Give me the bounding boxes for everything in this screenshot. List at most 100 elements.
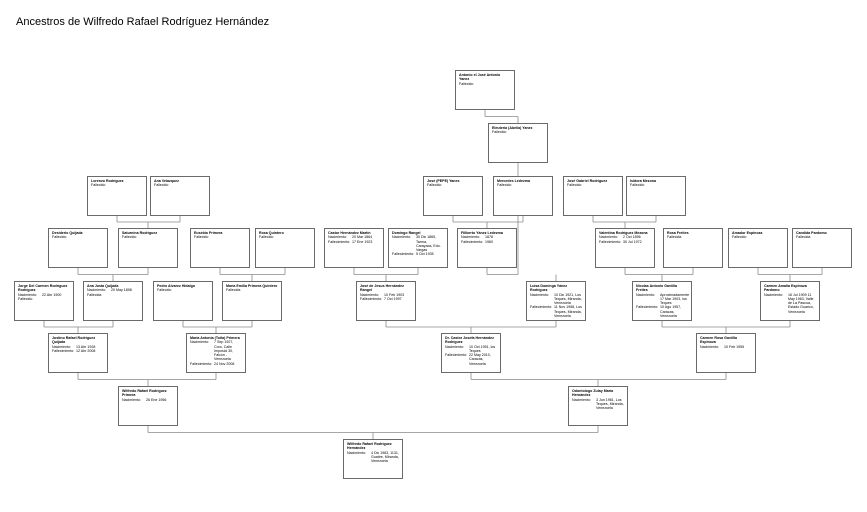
person-name: Domingo Rangel xyxy=(392,231,421,235)
birth-label: Nacimiento: xyxy=(764,292,783,297)
death-label: Fallecimiento: xyxy=(599,239,622,244)
birth-row: Nacimiento:10 Dic 1921, Los Teques, Mira… xyxy=(530,293,582,306)
person-name: José (PEPE) Yanes xyxy=(427,179,460,183)
birth-row: Nacimiento:26 Ene 1956 xyxy=(122,398,174,402)
person-name: Ana Justa Quijada xyxy=(87,284,119,288)
death-row: Fallecimiento:5 Oct 1935 xyxy=(392,252,444,256)
person-name: Lorenzo Rodríguez xyxy=(91,179,124,183)
death-label: Fallecimiento: xyxy=(190,361,213,366)
person-status: Fallecida xyxy=(87,292,102,297)
death-label: Fallecimiento: xyxy=(530,305,553,310)
birth-label: Nacimiento: xyxy=(636,292,655,297)
birth-label: Nacimiento: xyxy=(700,344,719,349)
death-value: 10 Ago 1957, Caracas, Venezuela xyxy=(660,305,682,319)
death-value: 17 Ene 1923 xyxy=(352,239,373,244)
death-row: Fallecimiento:17 Ene 1923 xyxy=(328,240,380,244)
birth-label: Nacimiento: xyxy=(347,450,366,455)
person-name: Eusebio Primera xyxy=(194,231,223,235)
birth-row: Nacimiento:2 Oct 1896 xyxy=(599,235,651,239)
person-name: José de Jesus Hernández Rangel xyxy=(360,284,404,293)
page-title: Ancestros de Wilfredo Rafael Rodríguez H… xyxy=(16,16,270,28)
person-name: Castor Hernández Martín xyxy=(328,231,371,235)
birth-label: Nacimiento: xyxy=(328,235,347,240)
person-status: Fallecido xyxy=(459,81,474,86)
death-value: 5 Oct 1935 xyxy=(416,252,434,257)
person-status: Fallecido xyxy=(122,235,137,240)
person-status: Fallecido xyxy=(732,235,747,240)
person-name: Eleuteria (Abelia) Yanez xyxy=(492,126,533,130)
birth-row: Nacimiento:7 Sep 1927, Coro, Calle Impos… xyxy=(190,340,242,361)
person-name: Wilfredo Rafael Rodríguez Hernández xyxy=(347,442,392,451)
birth-label: Nacimiento: xyxy=(122,397,141,402)
person-name: Isidora Mezona xyxy=(630,179,656,183)
birth-row: Nacimiento:10 Oct 1951, los Teques xyxy=(445,345,497,354)
death-row: Fallecimiento:24 Nov 2008 xyxy=(190,362,242,366)
person-status: Fallecido xyxy=(52,235,67,240)
birth-row: Nacimiento:10 Feb 1903 xyxy=(360,293,412,297)
death-label: Fallecimiento: xyxy=(52,348,75,353)
birth-value: Aproximadamente 17 Mar 1903, los Teques xyxy=(660,292,690,306)
person-name: Valentina Rodríguez Mezona xyxy=(599,231,648,235)
birth-label: Nacimiento: xyxy=(392,235,411,240)
person-status: Fallecida xyxy=(796,235,811,240)
birth-value: 10 Dic 1921, Los Teques, Miranda, Venezu… xyxy=(554,292,582,306)
person-name: Mercedes Ledezma xyxy=(497,179,530,183)
person-status: Fallecido xyxy=(91,183,106,188)
birth-value: 10 Feb 1903 xyxy=(384,292,405,297)
death-row: Fallecimiento:12 Abr 2008 xyxy=(52,349,104,353)
birth-value: 20 May 1898 xyxy=(111,288,132,293)
death-row: Fallecimiento:22 May 2010, Caracas, Vene… xyxy=(445,353,497,366)
death-row: Fallecimiento:7 Oct 1997 xyxy=(360,297,412,301)
person-status: Fallecido xyxy=(492,130,507,135)
person-name: Odontologo Zulay María Hernández xyxy=(572,389,614,398)
death-value: 30 Jul 1972 xyxy=(623,239,642,244)
birth-label: Nacimiento: xyxy=(445,344,464,349)
birth-value: 16 Jul 1909 11 May 1963, Valle de La Pas… xyxy=(788,292,814,314)
death-label: Fallecimiento: xyxy=(636,305,659,310)
person-name: Rosa Freites xyxy=(667,231,689,235)
birth-value: 30 Dic 1865, Tarma, Carayaca, Edo. Varga… xyxy=(416,235,441,253)
birth-row: Nacimiento:20 Mar 1864 xyxy=(328,235,380,239)
person-name: Filiberto Yánez Ledezma xyxy=(461,231,503,235)
birth-row: Nacimiento: 30 Dic 1865, Tarma, Carayaca,… xyxy=(392,235,444,252)
birth-value: 13 Abr 1928 xyxy=(76,344,96,349)
birth-label: Nacimiento: xyxy=(572,397,591,402)
person-name: Pedro Alvarez Hidalgo xyxy=(157,284,196,288)
birth-value: 7 Sep 1927, Coro, Calle Imposici 30, Fal… xyxy=(214,340,234,362)
